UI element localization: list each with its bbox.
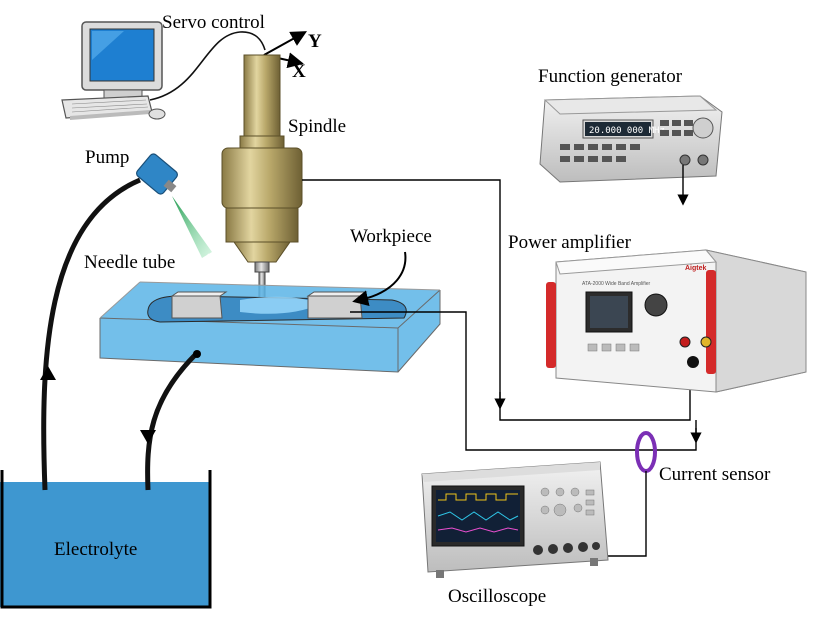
function-generator-display: 20.000 000 MHz [589,126,665,136]
spindle-wire [302,179,691,421]
pump [136,153,178,195]
oscilloscope-label: Oscilloscope [448,586,546,607]
function-generator: 20.000 000 MHz [539,95,723,183]
electrolyte-label: Electrolyte [54,539,137,560]
amplifier-model-text: ATA-2000 Wide Band Amplifier [582,281,651,287]
needle-tube-label: Needle tube [84,252,175,273]
servo-control-label: Servo control [162,12,265,33]
spindle [221,54,303,303]
electrolyte-reservoir [0,470,212,609]
spindle-label: Spindle [288,116,346,137]
supply-hose [41,177,141,491]
sensor-to-scope-wire [596,471,647,557]
computer [61,21,166,120]
return-hose [145,352,198,491]
function-generator-label: Function generator [538,66,683,87]
axis-x-label: X [292,61,306,82]
servo-cable [149,31,266,101]
machining-tank [99,281,441,373]
power-amplifier-label: Power amplifier [508,232,632,253]
pump-label: Pump [85,147,129,168]
needle-jet [172,196,212,258]
workpiece-label: Workpiece [350,226,432,247]
oscilloscope [421,461,609,578]
workpiece-pointer [352,251,407,307]
power-amplifier: ATA-2000 Wide Band Amplifier Aigtek [546,249,807,393]
amplifier-brand-text: Aigtek [685,265,707,272]
current-sensor-ring [635,431,657,473]
current-sensor-label: Current sensor [659,464,771,485]
axis-y-label: Y [308,31,322,52]
